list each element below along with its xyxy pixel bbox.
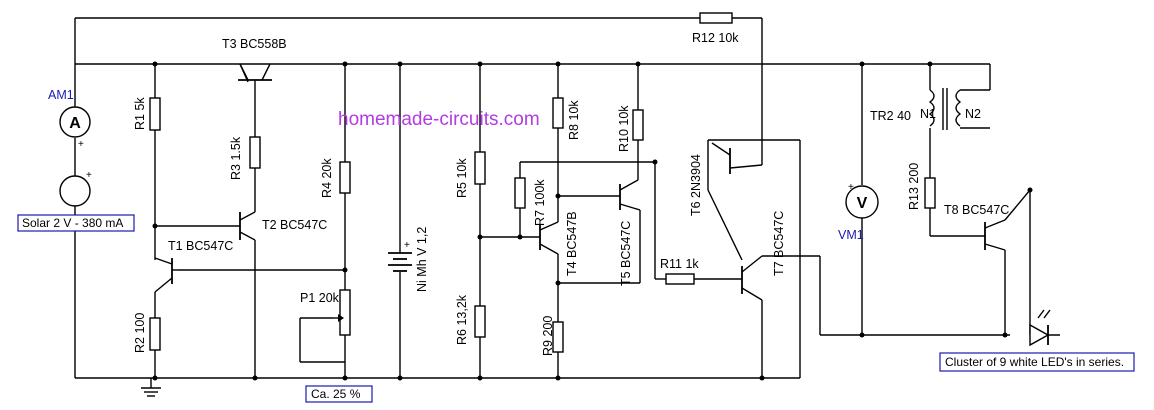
svg-text:+: + <box>78 139 84 150</box>
wires <box>74 17 1060 388</box>
resistor-r12 <box>699 12 733 24</box>
svg-text:+: + <box>404 240 410 251</box>
solar-label-box: Solar 2 V - 380 mA <box>17 214 135 232</box>
battery-nimh: + <box>388 240 412 272</box>
resistor-r6 <box>474 305 486 338</box>
label-vm1: VM1 <box>838 228 864 242</box>
label-t4: T4 BC547B <box>565 211 579 276</box>
resistor-r1 <box>149 97 161 131</box>
percent-label-box: Ca. 25 % <box>305 385 373 403</box>
label-t2: T2 BC547C <box>262 218 327 232</box>
label-r2: R2 100 <box>133 313 147 353</box>
resistor-r11 <box>665 273 695 285</box>
resistor-r8 <box>552 97 564 129</box>
led-label-box: Cluster of 9 white LED's in series. <box>939 352 1135 372</box>
svg-text:+: + <box>848 182 854 193</box>
label-t1: T1 BC547C <box>168 239 233 253</box>
ammeter-am1: A + <box>59 106 91 150</box>
transistor-t5 <box>619 179 641 211</box>
svg-text:+: + <box>86 170 92 181</box>
resistor-r4 <box>339 161 351 194</box>
resistor-r9 <box>552 321 564 353</box>
label-r10: R10 10k <box>617 105 631 152</box>
label-r9: R9 200 <box>541 316 555 356</box>
label-t6: T6 2N3904 <box>689 154 703 216</box>
transistor-t6 <box>711 142 763 174</box>
ammeter-symbol: A <box>69 115 81 132</box>
label-leds: Cluster of 9 white LED's in series. <box>945 355 1124 369</box>
label-r6: R6 13,2k <box>455 294 469 345</box>
resistor-r5 <box>474 151 486 185</box>
label-solar: Solar 2 V - 380 mA <box>22 216 123 230</box>
resistor-r10 <box>632 109 644 141</box>
watermark: homemade-circuits.com <box>338 109 540 130</box>
label-r13: R13 200 <box>907 163 921 210</box>
transistor-t8 <box>984 219 1006 251</box>
transistor-t1 <box>154 257 178 293</box>
label-battery: Ni Mh V 1,2 <box>415 227 429 292</box>
label-r7: R7 100k <box>533 179 547 226</box>
label-t7: T7 BC547C <box>772 211 786 276</box>
label-am1: AM1 <box>48 88 74 102</box>
voltmeter-vm1: V + <box>845 182 879 219</box>
label-n2: N2 <box>965 107 981 121</box>
ground-symbol <box>141 387 161 397</box>
resistor-r7 <box>514 177 526 209</box>
transistor-t4 <box>539 221 559 255</box>
transformer-tr2 <box>928 88 990 130</box>
label-ca: Ca. 25 % <box>311 387 361 401</box>
label-r11: R11 1k <box>660 257 699 271</box>
resistor-r2 <box>149 317 161 351</box>
label-r3: R3 1.5k <box>229 136 243 180</box>
resistor-r3 <box>249 136 261 169</box>
label-p1: P1 20k <box>300 291 340 305</box>
label-r4: R4 20k <box>320 158 334 198</box>
label-r1: R1 5k <box>133 97 147 130</box>
label-t5: T5 BC547C <box>619 221 633 286</box>
led-cluster-icon <box>1029 309 1051 347</box>
label-t8: T8 BC547C <box>944 203 1009 217</box>
label-r8: R8 10k <box>567 100 581 140</box>
resistors <box>149 12 936 353</box>
junction-dots <box>152 61 1033 381</box>
label-t3: T3 BC558B <box>222 37 287 51</box>
potentiometer-p1 <box>333 289 351 336</box>
transistor-t3 <box>238 63 272 90</box>
transistor-t7 <box>741 255 763 301</box>
label-r12: R12 10k <box>692 31 739 45</box>
solar-source: + <box>59 170 92 207</box>
transistor-t2 <box>239 211 256 241</box>
resistor-r13 <box>924 177 936 209</box>
label-n1: N1 <box>920 107 936 121</box>
label-r5: R5 10k <box>455 158 469 198</box>
label-tr2: TR2 40 <box>870 109 911 123</box>
voltmeter-symbol: V <box>857 195 868 212</box>
